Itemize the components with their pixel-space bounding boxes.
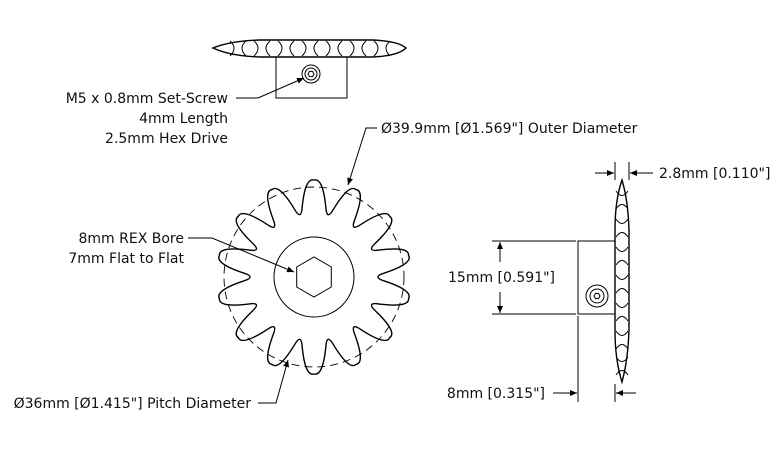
sprocket-outline <box>218 179 410 375</box>
hub-circle <box>273 236 355 318</box>
side-view-tooth-line-5 <box>615 302 629 322</box>
overall-width-label: 8mm [0.315"] <box>447 386 545 402</box>
side-view-tooth-line-1 <box>615 190 629 210</box>
top-view-teeth-lines <box>229 40 391 57</box>
tooth-thickness-label: 2.8mm [0.110"] <box>659 166 770 182</box>
pitch-diameter-label: Ø36mm [Ø1.415"] Pitch Diameter <box>14 396 252 412</box>
set-screw-line-1: M5 x 0.8mm Set-Screw <box>66 91 228 107</box>
top-view-set-screw-outer <box>301 64 321 84</box>
side-view-set-screw-outer <box>585 284 609 308</box>
pitch-circle <box>223 186 405 368</box>
set-screw-callout: M5 x 0.8mm Set-Screw 4mm Length 2.5mm He… <box>66 77 305 147</box>
side-view-hub <box>577 240 616 315</box>
outer-diameter-leader <box>347 127 377 186</box>
outer-diameter-callout: Ø39.9mm [Ø1.569"] Outer Diameter <box>347 121 638 186</box>
bore-line-1: 8mm REX Bore <box>79 231 184 247</box>
bore-line-2: 7mm Flat to Flat <box>68 251 184 267</box>
side-view-teeth-lines <box>615 190 629 376</box>
side-view-tooth-line-7 <box>615 356 629 376</box>
bore-callout: 8mm REX Bore 7mm Flat to Flat <box>68 231 295 273</box>
top-view-tooth-line-2 <box>253 40 271 57</box>
pitch-diameter-leader <box>258 359 290 404</box>
side-view-sprocket-profile <box>614 177 630 385</box>
front-view <box>218 179 410 375</box>
top-view-tooth-line-7 <box>373 40 391 57</box>
tooth-thickness-dimension: 2.8mm [0.110"] <box>595 162 770 182</box>
pitch-diameter-callout: Ø36mm [Ø1.415"] Pitch Diameter <box>14 359 290 412</box>
set-screw-line-3: 2.5mm Hex Drive <box>105 131 228 147</box>
top-view-hex-socket <box>307 70 315 78</box>
side-view-tooth-line-2 <box>615 218 629 238</box>
top-view-tooth-line-1 <box>229 40 247 57</box>
top-view-tooth-line-4 <box>301 40 319 57</box>
top-view-hub <box>275 56 348 99</box>
side-view-tooth-line-6 <box>615 330 629 350</box>
top-view-tooth-line-6 <box>349 40 367 57</box>
hub-diameter-dimension: 15mm [0.591"] <box>448 240 576 315</box>
hex-bore <box>296 256 332 298</box>
outer-diameter-label: Ø39.9mm [Ø1.569"] Outer Diameter <box>381 121 638 137</box>
side-view-tooth-line-4 <box>615 274 629 294</box>
side-view-set-screw-head <box>589 288 605 304</box>
top-view-set-screw-head <box>304 67 318 81</box>
set-screw-line-2: 4mm Length <box>139 111 228 127</box>
top-view-tooth-line-3 <box>277 40 295 57</box>
bore-leader <box>188 237 295 273</box>
hub-diameter-label: 15mm [0.591"] <box>448 270 555 286</box>
top-view-tooth-line-5 <box>325 40 343 57</box>
top-view <box>211 39 408 99</box>
overall-width-dimension: 8mm [0.315"] <box>447 316 636 402</box>
side-view-tooth-line-3 <box>615 246 629 266</box>
side-view-hex-socket <box>593 292 601 300</box>
side-view <box>577 177 630 385</box>
set-screw-leader <box>236 77 305 99</box>
